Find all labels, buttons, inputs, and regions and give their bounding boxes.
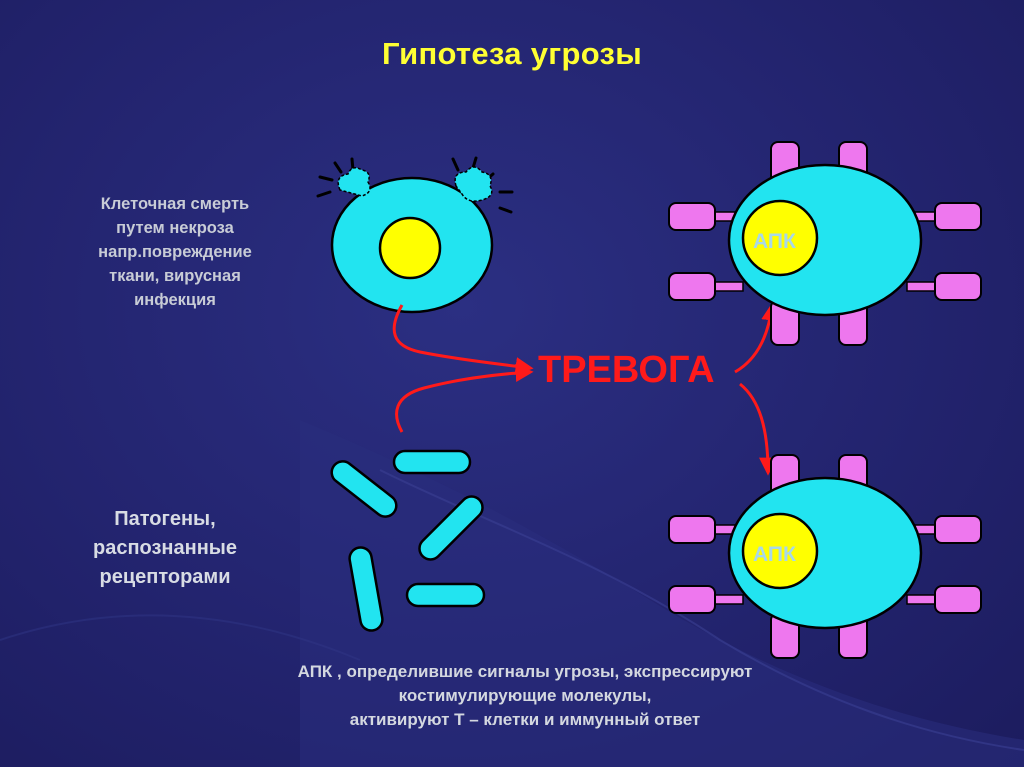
alarm-label: ТРЕВОГА [538, 349, 715, 391]
apc-description-caption: АПК , определившие сигналы угрозы, экспр… [200, 660, 850, 732]
pathogen-rod [418, 495, 484, 561]
pathogen-rod [348, 546, 384, 632]
apc-description-line: активируют Т – клетки и иммунный ответ [349, 710, 701, 729]
apc-cell-lower: АПК [667, 453, 983, 660]
pathogen-rod [405, 582, 486, 608]
necrotic-cell-nucleus [378, 216, 442, 280]
necrosis-caption: Клеточная смерть путем некроза напр.повр… [55, 192, 295, 312]
apc-label: АПК [753, 543, 796, 566]
arrow-pathogens-to-alarm [395, 363, 534, 433]
apc-cell-upper: АПК [667, 140, 983, 347]
slide-title: Гипотеза угрозы [381, 36, 643, 71]
arrow-alarm-to-upper-apc [734, 302, 780, 374]
pathogens-caption-line: распознанные [92, 537, 237, 559]
apc-label: АПК [753, 230, 796, 253]
pathogen-rod [392, 449, 472, 475]
pathogens-caption: Патогены, распознанные рецепторами [40, 505, 290, 592]
pathogens-caption-line: рецепторами [99, 566, 231, 588]
necrosis-caption-line: Клеточная смерть [100, 195, 250, 213]
necrotic-bleb-left [337, 167, 371, 197]
arrow-necrosis-to-alarm [392, 304, 534, 376]
necrotic-bleb-right [454, 166, 493, 202]
necrosis-spikes-left [316, 157, 355, 198]
apc-description-line: костимулирующие молекулы, [398, 686, 652, 705]
pathogen-rod [330, 460, 398, 518]
pathogens [330, 449, 486, 632]
apc-description-line: АПК , определившие сигналы угрозы, экспр… [297, 662, 753, 681]
necrosis-caption-line: ткани, вирусная [109, 267, 241, 285]
pathogens-caption-line: Патогены, [114, 508, 216, 530]
necrosis-caption-line: путем некроза [116, 219, 234, 237]
necrosis-caption-line: инфекция [134, 291, 216, 309]
arrow-alarm-to-lower-apc [739, 382, 777, 476]
necrosis-caption-line: напр.повреждение [98, 243, 252, 261]
necrotic-cell [316, 156, 514, 314]
